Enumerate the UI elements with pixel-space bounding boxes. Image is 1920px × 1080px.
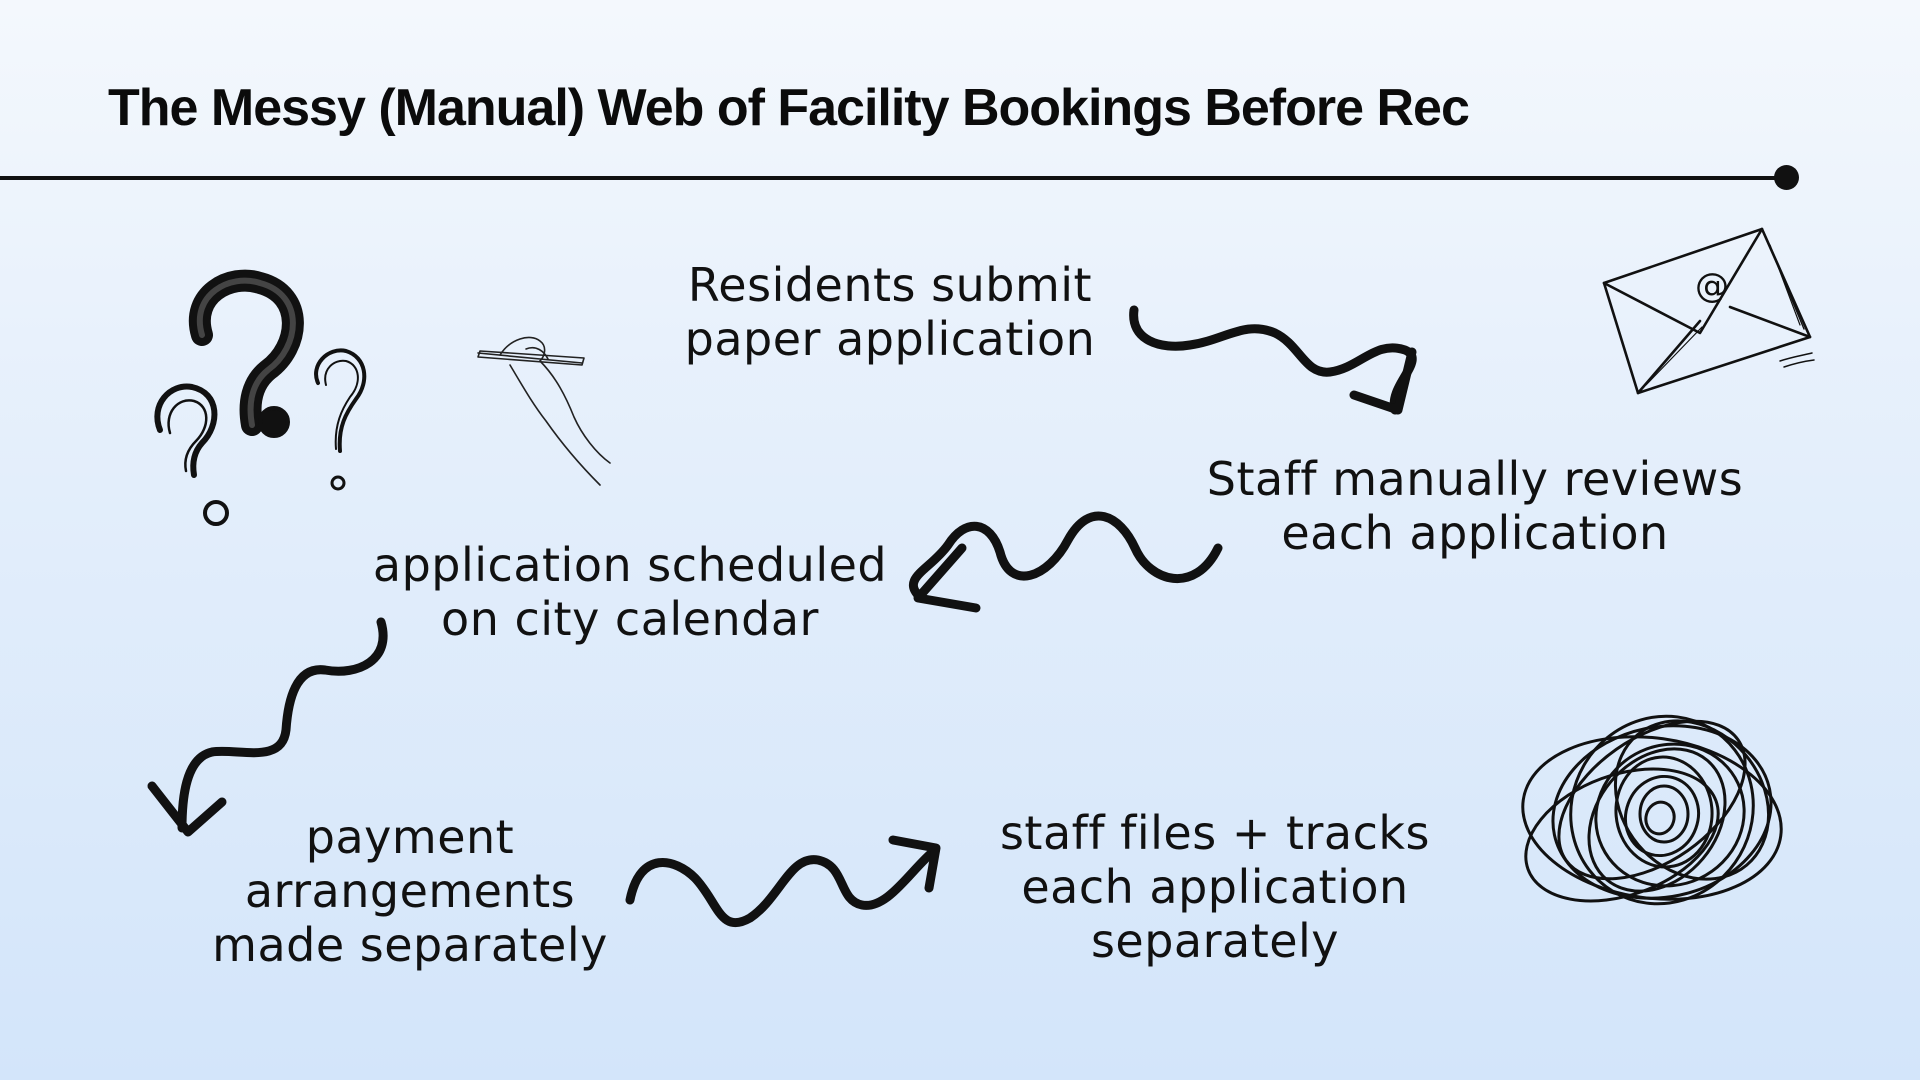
arrow-schedule-to-payment	[177, 617, 388, 833]
arrow-submit-to-review-head	[1349, 347, 1417, 415]
arrow-review-to-schedule	[909, 511, 1223, 602]
step-staff-tracks: staff files + tracks each application se…	[999, 806, 1431, 968]
step-schedule-calendar: application scheduled on city calendar	[372, 538, 888, 646]
step-submit-application: Residents submit paper application	[684, 258, 1096, 366]
divider-end-dot	[1774, 165, 1799, 190]
envelope-at-symbol: @	[1695, 266, 1729, 306]
step-payment-arrangements: payment arrangements made separately	[212, 810, 608, 972]
arrow-schedule-to-payment-head	[147, 781, 227, 837]
page-title: The Messy (Manual) Web of Facility Booki…	[108, 79, 1470, 137]
arrow-payment-to-track-head	[888, 835, 941, 893]
arrow-review-to-schedule-head	[913, 543, 981, 613]
question-marks-icon	[154, 269, 367, 526]
arrow-payment-to-track	[625, 845, 940, 928]
title-divider	[0, 176, 1786, 180]
writing-hand-icon	[477, 336, 611, 486]
arrow-submit-to-review	[1129, 305, 1417, 415]
scribble-icon	[1521, 714, 1783, 906]
step-staff-review: Staff manually reviews each application	[1206, 452, 1744, 560]
envelope-icon: @	[1602, 227, 1815, 395]
